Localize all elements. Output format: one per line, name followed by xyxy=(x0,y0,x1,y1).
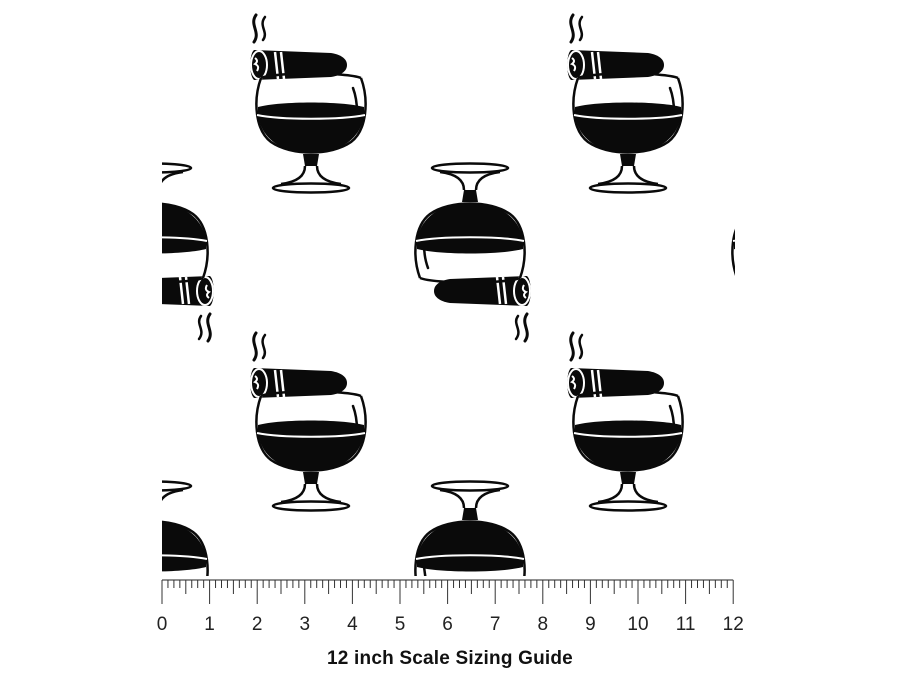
cigar-snifter-motif-inverted xyxy=(730,162,735,343)
pattern-swatch xyxy=(162,0,735,576)
ruler-label: 9 xyxy=(585,614,596,635)
ruler-label: 12 xyxy=(723,614,744,635)
ruler-label: 7 xyxy=(490,614,501,635)
cigar-snifter-motif-inverted xyxy=(413,162,533,343)
ruler-label: 3 xyxy=(300,614,311,635)
cigar-snifter-motif-inverted xyxy=(162,162,216,343)
ruler-label: 10 xyxy=(627,614,648,635)
ruler-label: 0 xyxy=(157,614,168,635)
cigar-snifter-motif xyxy=(248,331,368,512)
sizing-guide-caption: 12 inch Scale Sizing Guide xyxy=(327,648,573,669)
ruler-label: 4 xyxy=(347,614,358,635)
ruler-label: 8 xyxy=(538,614,549,635)
cigar-snifter-motif-inverted xyxy=(162,480,216,576)
ruler-label: 6 xyxy=(442,614,453,635)
cigar-snifter-motif xyxy=(248,13,368,194)
cigar-snifter-motif-inverted xyxy=(413,480,533,576)
cigar-snifter-motif xyxy=(565,331,685,512)
ruler-label: 5 xyxy=(395,614,406,635)
ruler-label: 2 xyxy=(252,614,263,635)
ruler-label: 1 xyxy=(204,614,215,635)
cigar-snifter-motif xyxy=(565,13,685,194)
ruler-label: 11 xyxy=(676,614,696,635)
